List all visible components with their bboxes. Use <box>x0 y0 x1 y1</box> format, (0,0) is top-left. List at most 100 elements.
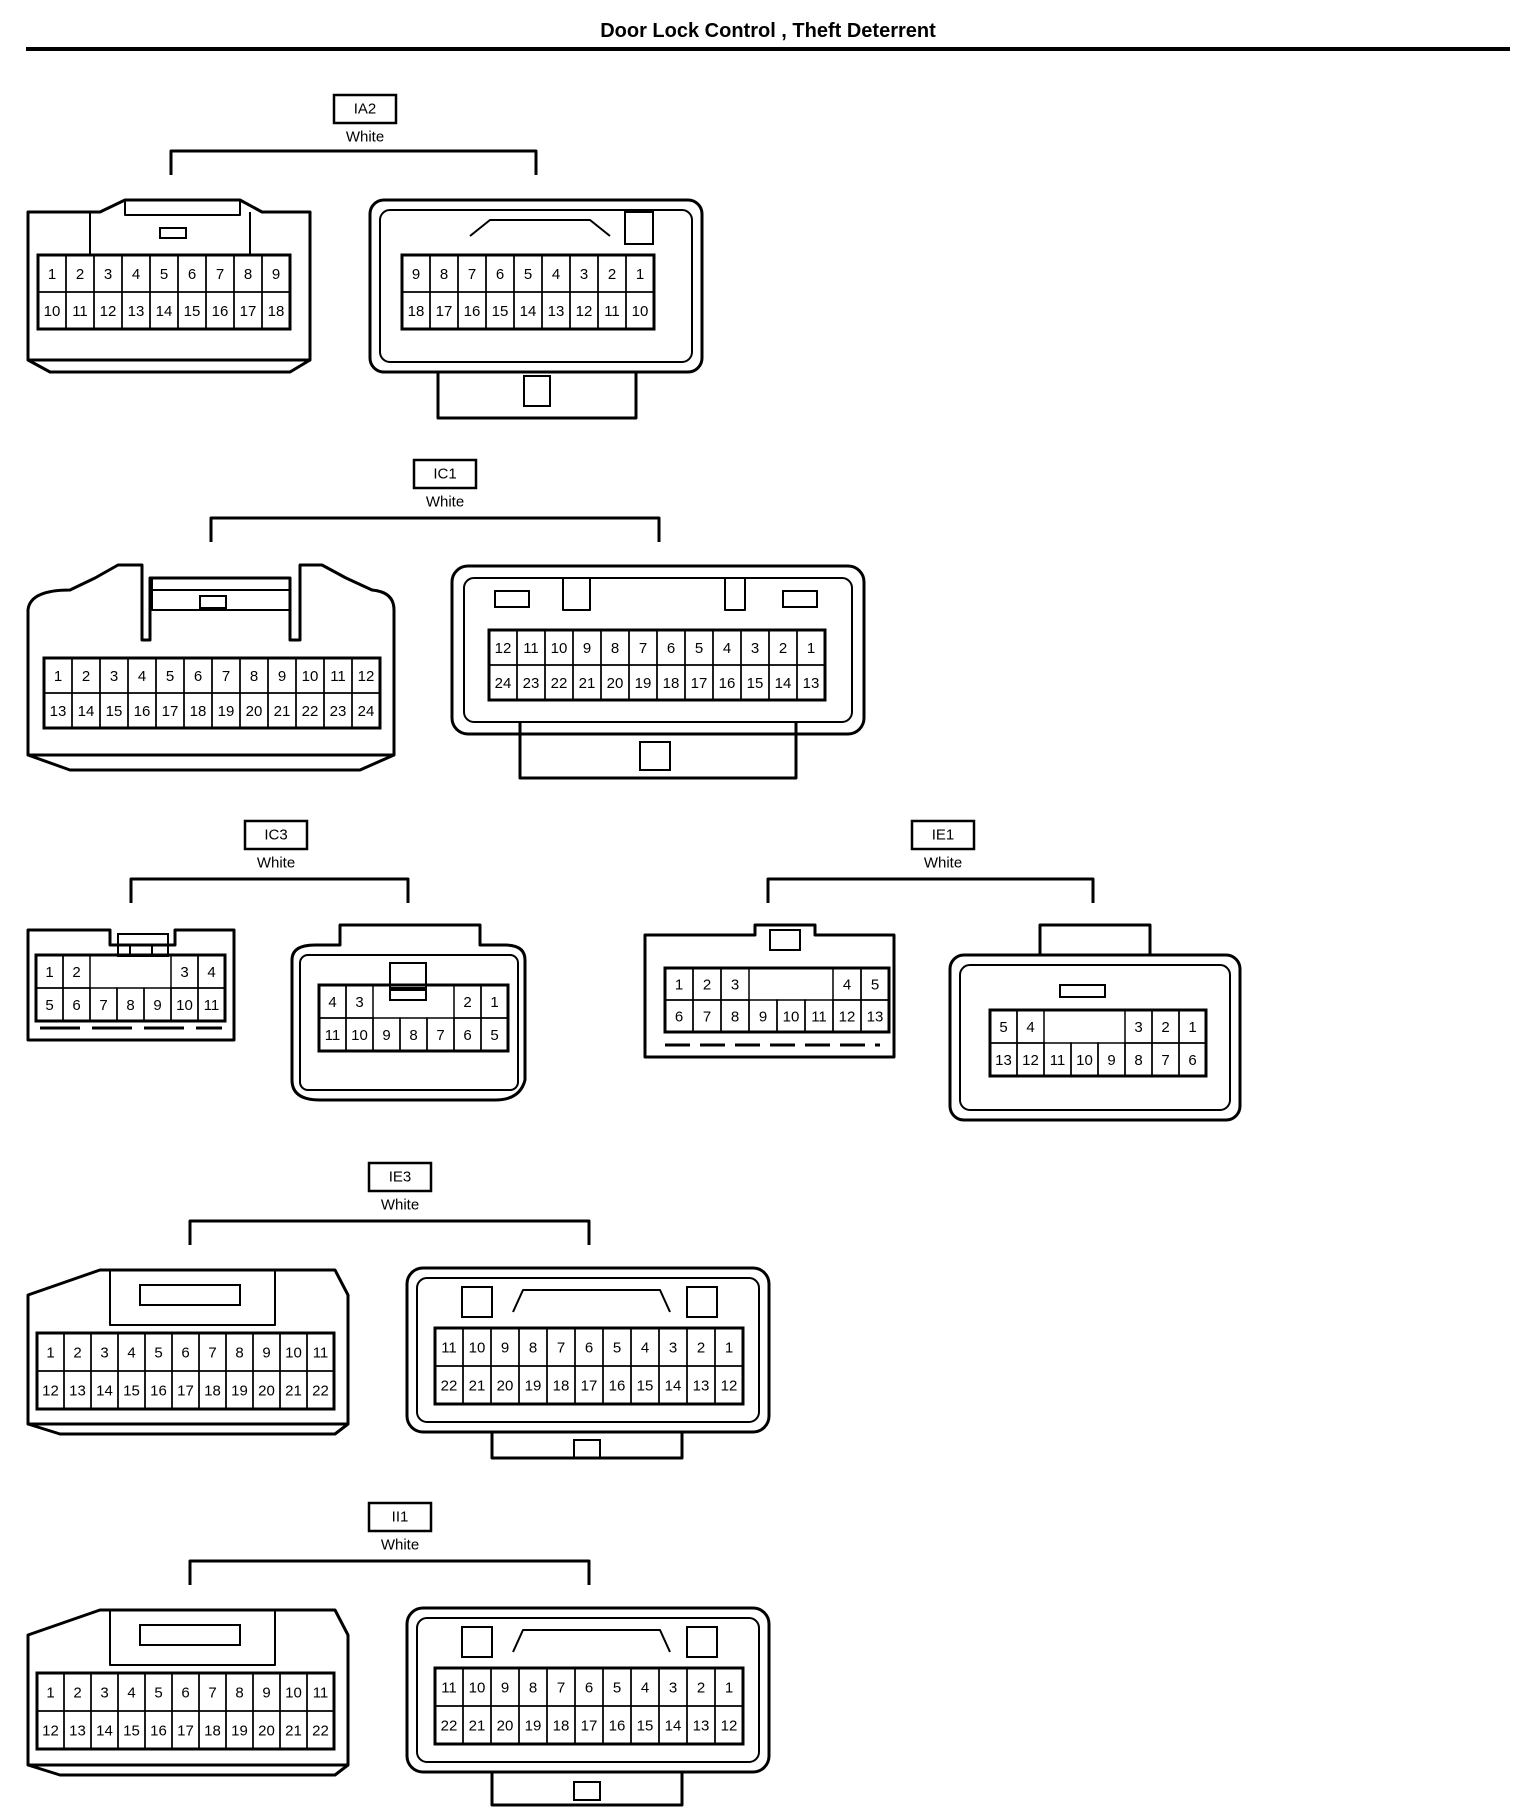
pin-number: 6 <box>1188 1052 1196 1069</box>
pin-number: 13 <box>50 703 67 720</box>
connector-bracket <box>188 1219 591 1245</box>
pin-number: 3 <box>100 1685 108 1702</box>
connector-label-box <box>332 93 398 125</box>
pin-number: 10 <box>1076 1052 1093 1069</box>
pin-cell <box>480 1017 509 1052</box>
pin-number: 15 <box>123 1723 140 1740</box>
pin-number: 1 <box>636 266 644 283</box>
pin-number: 7 <box>1161 1052 1169 1069</box>
page-title: Door Lock Control , Theft Deterrent <box>600 20 936 42</box>
housing-inner <box>379 209 693 363</box>
pin-number: 16 <box>719 675 736 692</box>
pin-number: 22 <box>312 1723 329 1740</box>
pin-number: 8 <box>611 640 619 657</box>
pin-number: 13 <box>69 1723 86 1740</box>
connector-color: White <box>426 494 464 511</box>
pin-number: 5 <box>160 266 168 283</box>
pin-number: 6 <box>188 266 196 283</box>
pin-number: 8 <box>409 1027 417 1044</box>
latch-tab <box>199 595 227 609</box>
housing-outline <box>948 953 1242 1122</box>
pin-number: 17 <box>162 703 179 720</box>
pin-number: 17 <box>436 303 453 320</box>
pin-number: 9 <box>278 668 286 685</box>
latch-tab <box>389 989 427 1001</box>
connector-color: White <box>381 1537 419 1554</box>
pin-number: 9 <box>583 640 591 657</box>
pin-number: 9 <box>759 1009 767 1026</box>
pin-number: 1 <box>48 266 56 283</box>
pin-number: 7 <box>208 1685 216 1702</box>
pin-number: 4 <box>132 266 140 283</box>
pin-number: 1 <box>807 640 815 657</box>
pin-number: 11 <box>204 997 220 1014</box>
pin-number: 8 <box>731 1009 739 1026</box>
pin-number: 7 <box>557 1340 565 1357</box>
pin-number: 2 <box>76 266 84 283</box>
pin-number: 5 <box>695 640 703 657</box>
housing-base <box>436 372 638 420</box>
pin-number: 10 <box>632 303 649 320</box>
pin-number: 17 <box>177 1383 194 1400</box>
pin-cell <box>714 1365 744 1405</box>
pin-number: 7 <box>99 997 107 1014</box>
connector-label-box <box>367 1161 433 1193</box>
pin-number: 3 <box>355 994 363 1011</box>
pin-number: 5 <box>613 1680 621 1697</box>
pin-number: 15 <box>637 1378 654 1395</box>
key-slot <box>461 1286 493 1318</box>
pin-number: 10 <box>176 997 193 1014</box>
pin-number: 9 <box>272 266 280 283</box>
latch-tab <box>139 1624 241 1646</box>
pin-number: 4 <box>843 977 851 994</box>
connector-label: IC1 <box>433 466 456 483</box>
connector-label: IA2 <box>354 101 377 118</box>
pin-number: 9 <box>153 997 161 1014</box>
pin-number: 5 <box>45 997 53 1014</box>
pin-number: 15 <box>123 1383 140 1400</box>
housing-base <box>518 722 798 780</box>
pin-number: 18 <box>268 303 285 320</box>
pin-number: 8 <box>529 1680 537 1697</box>
connector-label: IE1 <box>932 827 955 844</box>
pin-number: 3 <box>751 640 759 657</box>
pin-number: 6 <box>181 1685 189 1702</box>
pin-number: 9 <box>501 1680 509 1697</box>
pin-number: 13 <box>867 1009 884 1026</box>
pin-number: 5 <box>524 266 532 283</box>
pin-number: 15 <box>492 303 509 320</box>
pin-number: 22 <box>312 1383 329 1400</box>
pin-number: 12 <box>721 1378 738 1395</box>
pin-number: 16 <box>212 303 229 320</box>
pin-cell <box>860 999 890 1033</box>
pin-number: 11 <box>604 303 620 320</box>
pin-number: 6 <box>496 266 504 283</box>
pin-number: 18 <box>204 1723 221 1740</box>
pin-number: 21 <box>285 1723 302 1740</box>
pin-number: 7 <box>468 266 476 283</box>
pin-number: 14 <box>775 675 792 692</box>
pin-number: 1 <box>54 668 62 685</box>
pin-number: 11 <box>72 303 88 320</box>
pin-number: 10 <box>351 1027 368 1044</box>
latch <box>109 1270 276 1326</box>
pin-number: 12 <box>1022 1052 1039 1069</box>
housing-outline <box>290 923 527 1102</box>
latch-tab <box>139 1284 241 1306</box>
pin-number: 8 <box>440 266 448 283</box>
connector-color: White <box>346 129 384 146</box>
pin-number: 21 <box>469 1378 486 1395</box>
pin-number: 9 <box>412 266 420 283</box>
pin-number: 22 <box>551 675 568 692</box>
housing-outline <box>405 1606 771 1774</box>
pin-number: 10 <box>285 1685 302 1702</box>
base-tab <box>573 1781 601 1801</box>
pin-number: 14 <box>665 1378 682 1395</box>
pin-cell <box>796 664 826 701</box>
pin-number: 6 <box>585 1680 593 1697</box>
pin-number: 1 <box>675 977 683 994</box>
